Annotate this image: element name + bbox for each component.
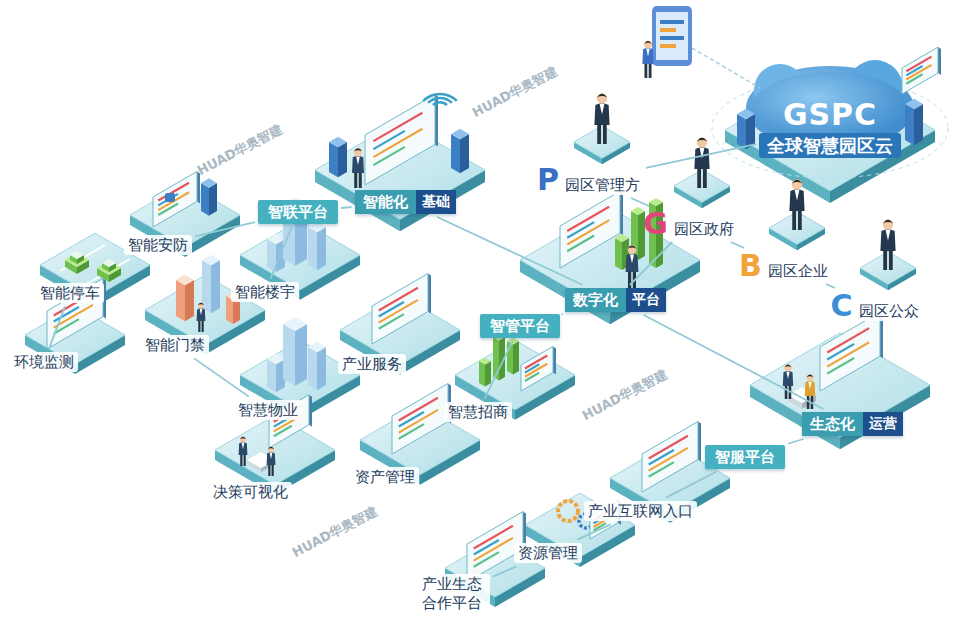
iso-tile [712, 47, 948, 203]
connector-line [646, 144, 756, 168]
node-label: 智慧招商 [444, 402, 512, 423]
watermark: HUAD华奥智建 [579, 365, 670, 425]
node-label: 智能门禁 [141, 335, 209, 356]
role-node: C园区公众 [830, 291, 921, 321]
node-label: 智管平台 [480, 314, 560, 338]
module-tile: 决策可视化 [209, 482, 292, 503]
role-letter: G [643, 209, 668, 239]
node-label: 生态化 [802, 412, 863, 436]
node-label: 智服平台 [705, 445, 785, 469]
node-label: 全球智慧园区云 [759, 133, 901, 159]
module-tile: 智能楼宇 [231, 282, 299, 303]
node-label: 产业互联网入口 [584, 501, 697, 522]
connector-line [271, 227, 292, 279]
iso-tile [315, 94, 485, 231]
module-tile: 资源管理 [514, 543, 582, 564]
connector-line [666, 472, 716, 498]
connector-line [485, 341, 513, 399]
node-label: 园区政府 [671, 219, 737, 239]
node-label: 数字化 [565, 288, 626, 312]
platform-banner: 智服平台 [705, 445, 785, 469]
node-label: 园区管理方 [562, 175, 643, 195]
module-tile: 智能安防 [124, 235, 192, 256]
module-tile: 智慧物业 [234, 400, 302, 421]
platform-banner: 智联平台 [258, 200, 338, 224]
node-label: 基础 [416, 190, 456, 214]
node-label: 智能楼宇 [231, 282, 299, 303]
node-label: 智慧物业 [234, 400, 302, 421]
node-label: 园区公众 [856, 301, 922, 321]
role-node: G园区政府 [643, 209, 737, 239]
node-label: 产业生态 合作平台 [414, 574, 490, 614]
node-label: 平台 [626, 288, 666, 312]
role-letter: P [537, 165, 559, 195]
connector-line [788, 439, 803, 444]
connector-line [731, 242, 745, 248]
module-tile: 智慧招商 [444, 402, 512, 423]
connector-line [437, 217, 583, 285]
platform-tile: 数字化平台 [565, 288, 666, 312]
node-label: 智能化 [355, 190, 416, 214]
node-label: 决策可视化 [209, 482, 292, 503]
iso-tile [574, 93, 630, 164]
module-tile: 产业互联网入口 [584, 501, 697, 522]
connector-line [341, 206, 352, 209]
role-node: B园区企业 [739, 251, 831, 281]
connector-line [644, 315, 824, 409]
connector-line [49, 306, 65, 348]
iso-tile [674, 137, 730, 208]
module-tile: 产业服务 [338, 354, 406, 375]
iso-tile [215, 395, 335, 495]
role-node: P园区管理方 [537, 165, 643, 195]
node-label: 智能停车 [36, 283, 104, 304]
connector-line [577, 524, 610, 539]
connector-line [194, 358, 249, 396]
platform-banner: 智管平台 [480, 314, 560, 338]
node-label: 产业服务 [338, 354, 406, 375]
phone-icon [642, 6, 760, 88]
node-label: GSPC [783, 98, 877, 131]
platform-tile: 智能化基础 [355, 190, 456, 214]
connector-line [562, 313, 564, 315]
connector-line [826, 284, 835, 288]
module-tile: 环境监测 [10, 352, 78, 373]
module-tile: 智能门禁 [141, 335, 209, 356]
node-label: 运营 [863, 412, 903, 436]
module-tile: 智能停车 [36, 283, 104, 304]
node-label: 资源管理 [514, 543, 582, 564]
watermark: HUAD华奥智建 [289, 502, 380, 562]
module-tile: 产业生态 合作平台 [414, 574, 490, 614]
node-label: 智联平台 [258, 200, 338, 224]
role-letter: B [739, 251, 762, 281]
module-tile: 资产管理 [351, 467, 419, 488]
role-letter: C [830, 291, 852, 321]
iso-tile [520, 191, 700, 324]
connector-line [493, 566, 517, 576]
cloud-node: GSPC全球智慧园区云 [759, 98, 901, 159]
node-label: 环境监测 [10, 352, 78, 373]
connector-line [631, 198, 649, 206]
connector-line [195, 222, 255, 236]
iso-tile [769, 179, 825, 250]
watermark: HUAD华奥智建 [194, 120, 285, 180]
iso-tile [860, 219, 916, 290]
connector-line [630, 242, 672, 285]
node-label: 资产管理 [351, 467, 419, 488]
node-label: 智能安防 [124, 235, 192, 256]
watermark: HUAD华奥智建 [469, 62, 560, 122]
node-label: 园区企业 [765, 261, 831, 281]
platform-tile: 生态化运营 [802, 412, 903, 436]
iso-tile [750, 312, 930, 449]
